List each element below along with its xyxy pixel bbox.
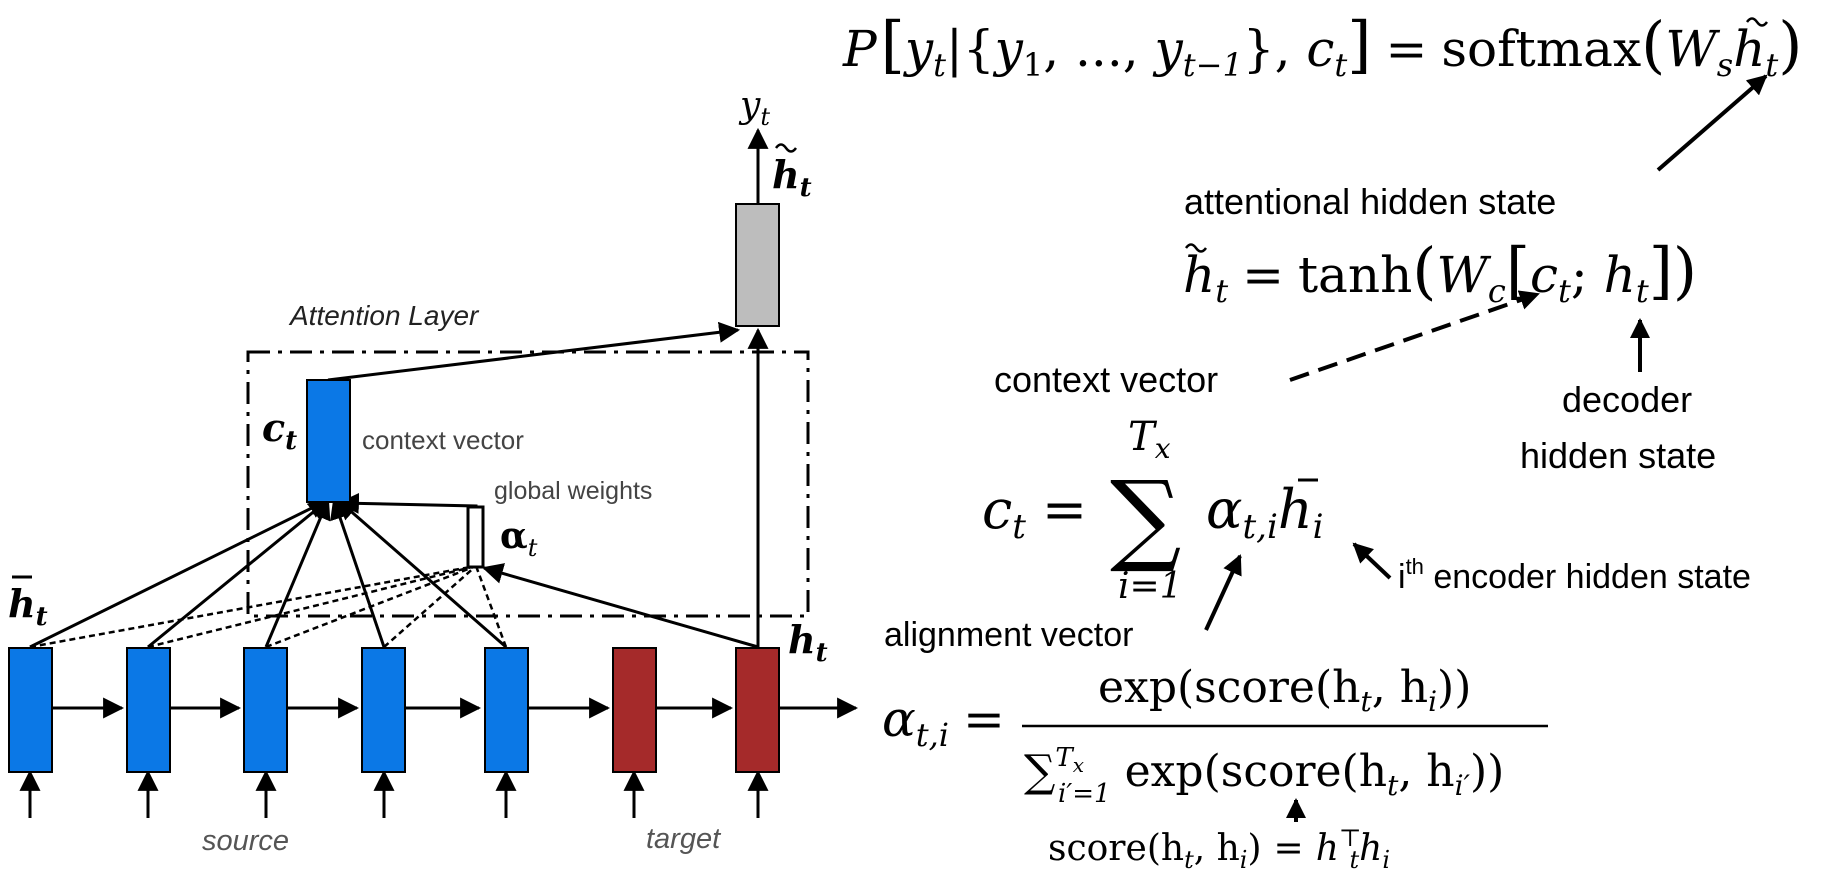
context-vector-annotation: context vector <box>994 359 1218 400</box>
encoder-hidden-state-arrow <box>1352 542 1392 580</box>
attentional-hidden-cell <box>735 203 780 327</box>
decoder-cell <box>735 647 780 773</box>
hbar-symbol: ht <box>8 581 48 632</box>
decoder-cell <box>612 647 657 773</box>
encoder-hidden-state-label: ith encoder hidden state <box>1398 554 1751 596</box>
encoder-cell <box>8 647 53 773</box>
decoder-label-line1: decoder <box>1562 379 1692 420</box>
global-weights-vector <box>466 505 485 569</box>
probability-equation: P[yt|{y1, ..., yt−1}, ct]=softmax(Wsht) <box>842 8 1802 84</box>
context-to-attentional-line <box>327 321 741 382</box>
encoder-cells <box>8 647 529 773</box>
decoder-cells <box>612 647 780 773</box>
context-vector-cell <box>306 379 351 503</box>
align-numerator: exp(score(ht, hi)) <box>1098 662 1471 718</box>
alignment-dashed-lines <box>29 564 508 649</box>
score-equation: score(ht, hi)=h⊤thi <box>1048 824 1390 874</box>
yt-symbol: yt <box>738 85 770 131</box>
context-vector-label: context vector <box>362 425 524 455</box>
source-label: source <box>202 825 289 857</box>
alignment-vector-arrow <box>1204 554 1242 631</box>
target-label: target <box>646 823 722 855</box>
sum-sigma: ∑ <box>1110 459 1181 576</box>
tanh-equation: ht=tanh(Wc[ct; ht]) <box>1183 234 1697 310</box>
ht-symbol: ht <box>788 617 828 668</box>
attentional-to-softmax-arrow <box>1656 74 1768 172</box>
htilde-tilde <box>774 143 798 153</box>
encoder-cell <box>361 647 406 773</box>
sum-upper-limit: Tx <box>1128 414 1171 465</box>
encoder-to-context-lines <box>29 498 507 649</box>
ct-symbol: ct <box>262 405 297 456</box>
input-arrows <box>19 769 769 818</box>
global-weights-label: global weights <box>494 477 652 505</box>
attention-layer-box <box>246 350 810 618</box>
alpha-symbol: αt <box>500 515 538 562</box>
decoder-to-weights-line <box>481 563 759 649</box>
context-vector-dashed-arrow <box>1289 290 1540 382</box>
decoder-label-line2: hidden state <box>1520 435 1716 476</box>
tanh-htilde-tilde <box>1184 243 1208 253</box>
prob-htilde-tilde <box>1745 17 1769 27</box>
align-equation-lhs: αt,i= <box>882 690 1005 754</box>
htilde-symbol: ht <box>772 152 812 203</box>
attention-layer-title: Attention Layer <box>288 300 480 331</box>
sum-equation-lhs: ct= <box>982 478 1087 547</box>
sum-equation-rhs: αt,ihi <box>1206 478 1323 547</box>
encoder-cell <box>126 647 171 773</box>
weights-to-context-line <box>337 492 478 514</box>
alignment-vector-label: alignment vector <box>884 616 1133 654</box>
sum-lower-limit: i=1 <box>1118 566 1183 607</box>
encoder-cell <box>484 647 529 773</box>
encoder-cell <box>243 647 288 773</box>
attentional-hidden-state-label: attentional hidden state <box>1184 181 1556 222</box>
